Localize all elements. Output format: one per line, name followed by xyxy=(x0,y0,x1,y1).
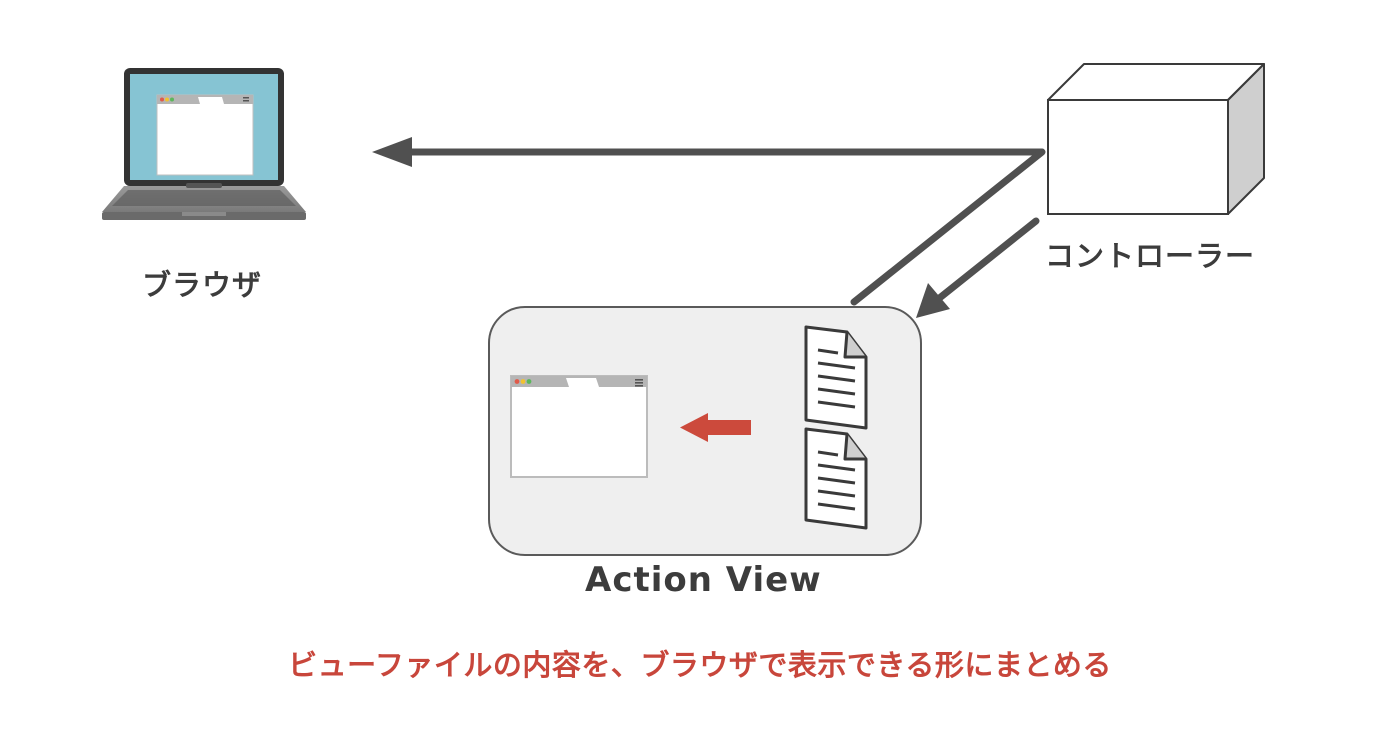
connector-actionview-to-controller xyxy=(850,148,1046,306)
box-icon xyxy=(1047,63,1265,215)
arrow-controller-to-browser xyxy=(372,137,1042,167)
laptop-icon xyxy=(102,68,306,220)
browser-window-icon xyxy=(510,375,648,478)
document-icon xyxy=(804,325,868,430)
controller-label: コントローラー xyxy=(1045,239,1256,273)
compile-arrow xyxy=(680,413,751,442)
action-view-label: Action View xyxy=(585,560,822,600)
browser-label: ブラウザ xyxy=(142,268,263,302)
document-icon xyxy=(804,427,868,530)
diagram-caption: ビューファイルの内容を、ブラウザで表示できる形にまとめる xyxy=(288,648,1112,682)
arrow-controller-to-actionview xyxy=(916,217,1040,318)
